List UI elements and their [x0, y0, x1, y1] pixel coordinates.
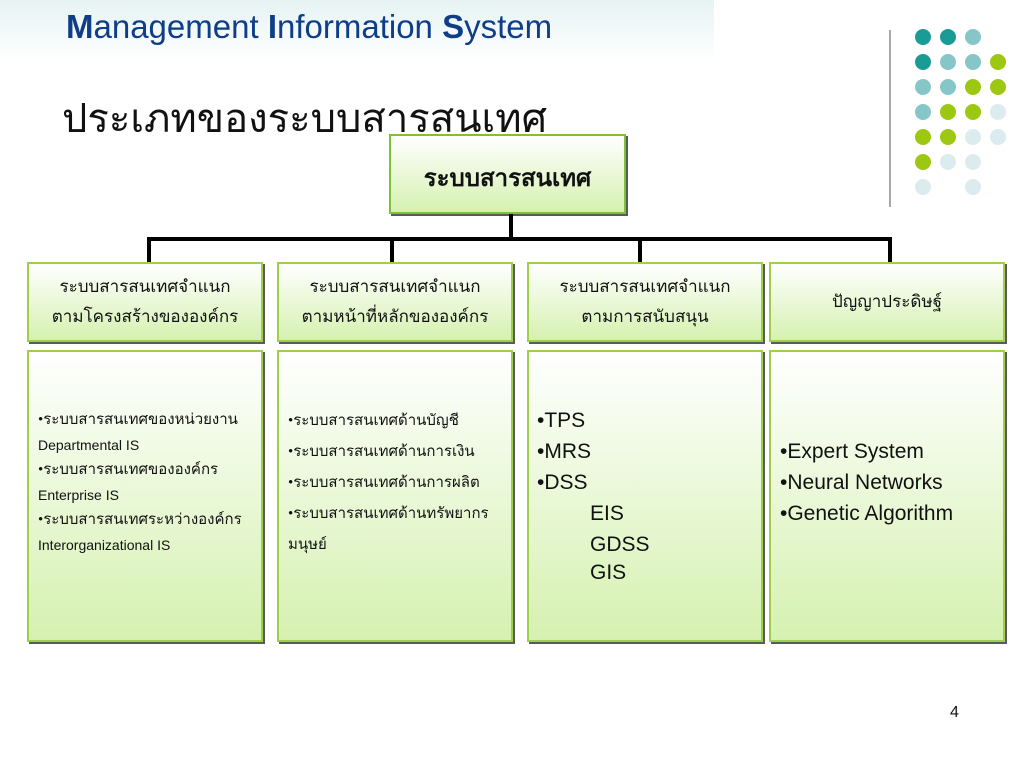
- connector-root-stem: [509, 214, 513, 240]
- ai-list: •Expert System •Neural Networks •Genetic…: [780, 436, 953, 529]
- list-subitem: GIS: [590, 561, 627, 584]
- category-line: ตามโครงสร้างขององค์กร: [51, 307, 239, 326]
- decorative-dot: [915, 154, 931, 170]
- connector-horizontal-bar: [147, 237, 892, 241]
- list-item: มนุษย์: [288, 537, 327, 553]
- list-item: •TPS: [537, 409, 586, 432]
- title-band: Management Information System: [0, 0, 714, 62]
- decorative-dot: [940, 129, 956, 145]
- list-item: •MRS: [537, 440, 592, 463]
- support-list: •TPS •MRS •DSS EIS GDSS GIS: [537, 405, 650, 586]
- list-item: •ระบบสารสนเทศด้านบัญชี: [288, 413, 459, 429]
- list-item-english: Enterprise IS: [38, 487, 119, 503]
- list-item: •ระบบสารสนเทศด้านทรัพยากร: [288, 506, 489, 522]
- list-item: •ระบบสารสนเทศของหน่วยงาน Departmental IS: [38, 408, 242, 458]
- decorative-dot: [990, 104, 1006, 120]
- connector-drop-2: [390, 237, 394, 262]
- content-box-structure: [27, 350, 263, 642]
- content-box-function: [277, 350, 513, 642]
- category-box-function: ระบบสารสนเทศจำแนกตามหน้าที่หลักขององค์กร: [277, 262, 513, 342]
- decorative-dot: [915, 79, 931, 95]
- function-list: •ระบบสารสนเทศด้านบัญชี •ระบบสารสนเทศด้าน…: [288, 406, 489, 561]
- decorative-dot: [915, 179, 931, 195]
- connector-drop-1: [147, 237, 151, 262]
- decorative-dot: [990, 129, 1006, 145]
- decorative-dot: [965, 129, 981, 145]
- category-label-structure: ระบบสารสนเทศจำแนกตามโครงสร้างขององค์กร: [52, 272, 239, 332]
- decorative-dot: [990, 54, 1006, 70]
- list-item: •ระบบสารสนเทศด้านการผลิต: [288, 475, 480, 491]
- list-item: •DSS: [537, 471, 588, 494]
- list-item: •ระบบสารสนเทศด้านการเงิน: [288, 444, 475, 460]
- decorative-dot: [940, 79, 956, 95]
- decorative-dot: [940, 154, 956, 170]
- content-box-ai: [769, 350, 1005, 642]
- list-item: •ระบบสารสนเทศระหว่างองค์กร Interorganizat…: [38, 508, 242, 558]
- decorative-dot: [965, 104, 981, 120]
- decorative-divider: [889, 30, 891, 207]
- title-word-information: nformation: [276, 8, 443, 45]
- title-word-management: anagement: [93, 8, 268, 45]
- root-node-label: ระบบสารสนเทศ: [423, 166, 592, 192]
- list-item-thai: •ระบบสารสนเทศขององค์กร: [38, 462, 219, 478]
- decorative-dot: [990, 79, 1006, 95]
- decorative-dot: [965, 29, 981, 45]
- list-item: •ระบบสารสนเทศขององค์กร Enterprise IS: [38, 458, 242, 508]
- title-word-system: ystem: [464, 8, 553, 45]
- decorative-dot: [915, 29, 931, 45]
- root-node: ระบบสารสนเทศ: [389, 134, 626, 214]
- list-subitem: EIS: [590, 502, 624, 525]
- content-box-support: [527, 350, 763, 642]
- connector-drop-3: [638, 237, 642, 262]
- decorative-dot: [915, 104, 931, 120]
- decorative-dot: [965, 179, 981, 195]
- category-box-structure: ระบบสารสนเทศจำแนกตามโครงสร้างขององค์กร: [27, 262, 263, 342]
- list-item: •Expert System: [780, 440, 924, 463]
- decorative-dot: [965, 79, 981, 95]
- category-line: ระบบสารสนเทศจำแนก: [559, 277, 731, 296]
- connector-drop-4: [888, 237, 892, 262]
- category-label-support: ระบบสารสนเทศจำแนกตามการสนับสนุน: [559, 272, 730, 332]
- list-item-english: Interorganizational IS: [38, 537, 171, 553]
- decorative-dot: [915, 129, 931, 145]
- category-box-support: ระบบสารสนเทศจำแนกตามการสนับสนุน: [527, 262, 763, 342]
- category-line: ตามการสนับสนุน: [581, 307, 709, 326]
- decorative-dot: [940, 104, 956, 120]
- category-line: ระบบสารสนเทศจำแนก: [59, 277, 231, 296]
- category-line: ตามหน้าที่หลักขององค์กร: [301, 307, 489, 326]
- decorative-dot: [940, 29, 956, 45]
- list-item: •Genetic Algorithm: [780, 502, 954, 525]
- title-initial-s: S: [442, 8, 465, 45]
- category-line: ระบบสารสนเทศจำแนก: [309, 277, 481, 296]
- category-line: ปัญญาประดิษฐ์: [832, 292, 942, 311]
- list-item-thai: •ระบบสารสนเทศของหน่วยงาน: [38, 412, 238, 428]
- slide-subtitle: ประเภทของระบบสารสนเทศ: [62, 96, 547, 141]
- list-subitem: GDSS: [590, 533, 650, 556]
- decorative-dot: [940, 54, 956, 70]
- category-label-ai: ปัญญาประดิษฐ์: [832, 287, 942, 317]
- slide-title: Management Information System: [66, 8, 552, 46]
- title-initial-m: M: [66, 8, 94, 45]
- category-box-ai: ปัญญาประดิษฐ์: [769, 262, 1005, 342]
- decorative-dot: [965, 154, 981, 170]
- category-label-function: ระบบสารสนเทศจำแนกตามหน้าที่หลักขององค์กร: [302, 272, 489, 332]
- title-initial-i: I: [267, 8, 277, 45]
- decorative-dot: [965, 54, 981, 70]
- page-number: 4: [950, 704, 959, 721]
- list-item-english: Departmental IS: [38, 437, 140, 453]
- list-item: •Neural Networks: [780, 471, 943, 494]
- decorative-dot: [915, 54, 931, 70]
- list-item-thai: •ระบบสารสนเทศระหว่างองค์กร: [38, 512, 242, 528]
